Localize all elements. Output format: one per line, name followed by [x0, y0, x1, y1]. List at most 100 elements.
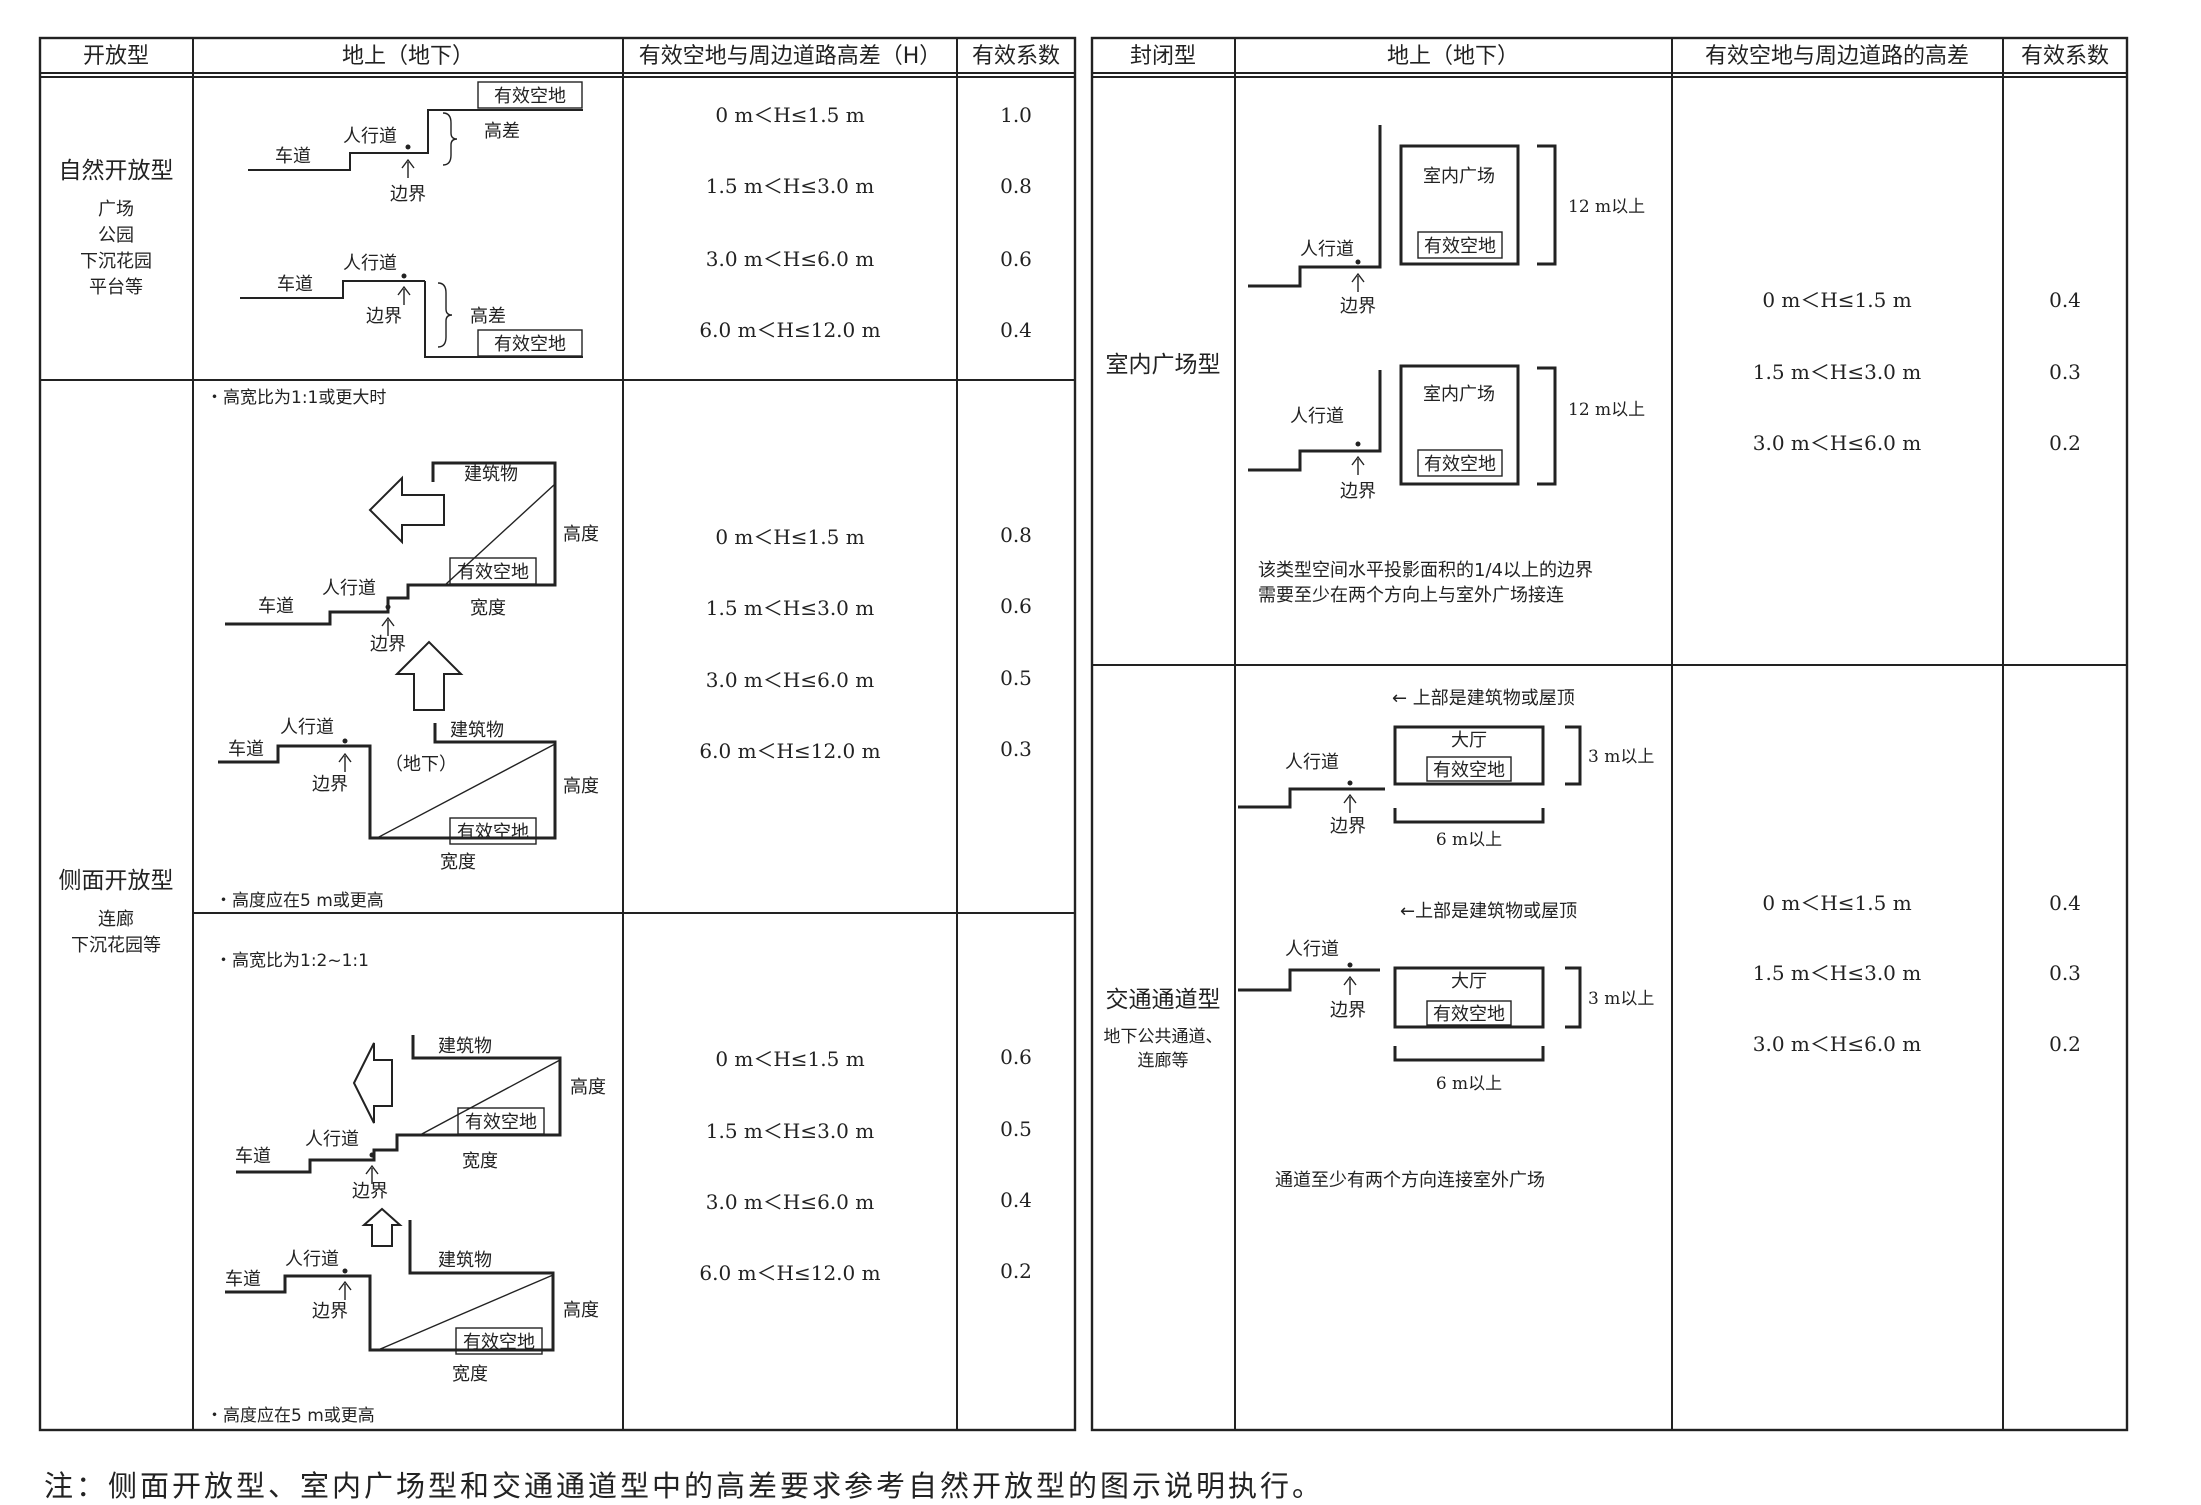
coef-value: 0.2: [2049, 431, 2081, 455]
indoor-values: 0 m＜H≤1.5 m 1.5 m＜H≤3.0 m 3.0 m＜H≤6.0 m …: [1753, 288, 2081, 455]
width-requirement-label: 6 m以上: [1436, 1074, 1502, 1094]
header-coefficient: 有效系数: [972, 44, 1060, 69]
natural-diagram-sunken: 有效空地 高差 人行道 车道 边界: [240, 253, 583, 358]
right-headers: 封闭型 地上（地下） 有效空地与周边道路的高差 有效系数: [1130, 44, 2109, 69]
boundary-label: 边界: [370, 634, 406, 655]
coef-value: 0.6: [1000, 1045, 1032, 1069]
coef-value: 0.8: [1000, 523, 1032, 547]
height-diff-label: 高差: [484, 121, 520, 142]
range-value: 6.0 m＜H≤12.0 m: [699, 318, 880, 342]
building-label: 建筑物: [464, 464, 518, 485]
header-above-below-right: 地上（地下）: [1387, 44, 1519, 69]
passage-diagram-raised: ← 上部是建筑物或屋顶 大厅 有效空地 3 m以上 6 m以上 人行道 边界: [1238, 688, 1654, 850]
passage-category: 交通通道型 地下公共通道、 连廊等: [1104, 987, 1223, 1071]
sidewalk-label: 人行道: [1285, 752, 1339, 773]
height-label: 高度: [563, 1300, 599, 1321]
min-height-note: ・高度应在5 m或更高: [206, 1406, 375, 1426]
width-label: 宽度: [462, 1151, 498, 1172]
side-diagram-raised-2: 有效空地 建筑物 高度 宽度 人行道 车道 边界: [235, 1035, 606, 1202]
range-value: 1.5 m＜H≤3.0 m: [1753, 360, 1921, 384]
indoor-plaza-label: 室内广场: [1423, 166, 1495, 187]
boundary-label: 边界: [1330, 816, 1366, 837]
range-value: 6.0 m＜H≤12.0 m: [699, 1261, 880, 1285]
category-subtitle: 地下公共通道、: [1104, 1027, 1223, 1047]
header-height-diff: 有效空地与周边道路高差（H）: [639, 44, 942, 69]
side-diagram-raised-1: 有效空地 建筑物 高度 宽度 人行道 车道 边界: [225, 461, 599, 655]
sidewalk-label: 人行道: [1290, 406, 1344, 427]
sidewalk-label: 人行道: [1300, 239, 1354, 260]
coef-value: 0.8: [1000, 174, 1032, 198]
side-group1-values: 0 m＜H≤1.5 m 1.5 m＜H≤3.0 m 3.0 m＜H≤6.0 m …: [699, 523, 1032, 763]
category-subtitle: 平台等: [89, 277, 143, 298]
boundary-label: 边界: [1340, 296, 1376, 317]
effective-space-label: 有效空地: [1433, 760, 1505, 781]
range-value: 0 m＜H≤1.5 m: [715, 525, 864, 549]
building-label: 建筑物: [438, 1036, 492, 1057]
category-subtitle: 连廊: [98, 909, 134, 930]
width-requirement-label: 6 m以上: [1436, 830, 1502, 850]
sidewalk-label: 人行道: [322, 578, 376, 599]
range-value: 0 m＜H≤1.5 m: [715, 103, 864, 127]
effective-space-label: 有效空地: [465, 1112, 537, 1133]
boundary-label: 边界: [1330, 1000, 1366, 1021]
coef-value: 0.3: [1000, 737, 1032, 761]
coef-value: 1.0: [1000, 103, 1032, 127]
passage-description: 通道至少有两个方向连接室外广场: [1275, 1170, 1545, 1191]
category-title: 室内广场型: [1106, 352, 1221, 378]
coef-value: 0.4: [2049, 288, 2081, 312]
natural-diagram-raised: 有效空地 高差 人行道 车道 边界: [248, 81, 583, 205]
header-coefficient-right: 有效系数: [2021, 44, 2109, 69]
side-open-category: 侧面开放型 连廊 下沉花园等: [59, 868, 174, 956]
range-value: 3.0 m＜H≤6.0 m: [706, 247, 874, 271]
indoor-plaza-label: 室内广场: [1423, 384, 1495, 405]
coef-value: 0.3: [2049, 961, 2081, 985]
coef-value: 0.2: [2049, 1032, 2081, 1056]
roof-note: ← 上部是建筑物或屋顶: [1392, 688, 1575, 709]
boundary-label: 边界: [366, 306, 402, 327]
category-subtitle: 连廊等: [1138, 1051, 1189, 1071]
range-value: 6.0 m＜H≤12.0 m: [699, 739, 880, 763]
left-headers: 开放型 地上（地下） 有效空地与周边道路高差（H） 有效系数: [83, 44, 1060, 69]
side-group2-values: 0 m＜H≤1.5 m 1.5 m＜H≤3.0 m 3.0 m＜H≤6.0 m …: [699, 1045, 1032, 1285]
range-value: 3.0 m＜H≤6.0 m: [706, 668, 874, 692]
passage-diagram-underground: ←上部是建筑物或屋顶 大厅 有效空地 3 m以上 6 m以上 人行道 边界: [1238, 901, 1654, 1094]
range-value: 0 m＜H≤1.5 m: [1762, 288, 1911, 312]
coef-value: 0.4: [1000, 318, 1032, 342]
range-value: 3.0 m＜H≤6.0 m: [706, 1190, 874, 1214]
effective-space-label: 有效空地: [1424, 236, 1496, 257]
roof-note: ←上部是建筑物或屋顶: [1400, 901, 1577, 922]
height-requirement-label: 12 m以上: [1568, 400, 1645, 420]
road-label: 车道: [277, 274, 313, 295]
road-label: 车道: [275, 146, 311, 167]
boundary-label: 边界: [312, 774, 348, 795]
category-subtitle: 下沉花园等: [71, 935, 161, 956]
category-subtitle: 公园: [98, 225, 134, 246]
natural-values: 0 m＜H≤1.5 m 1.5 m＜H≤3.0 m 3.0 m＜H≤6.0 m …: [699, 103, 1032, 342]
natural-open-category: 自然开放型 广场 公园 下沉花园 平台等: [59, 158, 174, 298]
coef-value: 0.2: [1000, 1259, 1032, 1283]
effective-space-label: 有效空地: [457, 562, 529, 583]
road-label: 车道: [258, 596, 294, 617]
effective-space-label: 有效空地: [1433, 1004, 1505, 1025]
sidewalk-label: 人行道: [343, 126, 397, 147]
range-value: 3.0 m＜H≤6.0 m: [1753, 431, 1921, 455]
building-label: 建筑物: [438, 1250, 492, 1271]
boundary-label: 边界: [1340, 481, 1376, 502]
indoor-diagram-sunken: 室内广场 有效空地 12 m以上 人行道 边界: [1248, 364, 1645, 502]
road-label: 车道: [225, 1269, 261, 1290]
category-title: 交通通道型: [1106, 987, 1221, 1013]
building-label: 建筑物: [450, 720, 504, 741]
effective-space-label: 有效空地: [457, 822, 529, 843]
width-label: 宽度: [470, 598, 506, 619]
sidewalk-label: 人行道: [343, 253, 397, 274]
hall-label: 大厅: [1451, 730, 1487, 751]
range-value: 1.5 m＜H≤3.0 m: [706, 1119, 874, 1143]
sidewalk-label: 人行道: [280, 717, 334, 738]
road-label: 车道: [228, 739, 264, 760]
sidewalk-label: 人行道: [1285, 939, 1339, 960]
indoor-description: 需要至少在两个方向上与室外广场接连: [1258, 585, 1564, 606]
left-table-grid: [38, 36, 1077, 1432]
coef-value: 0.3: [2049, 360, 2081, 384]
coef-value: 0.6: [1000, 594, 1032, 618]
